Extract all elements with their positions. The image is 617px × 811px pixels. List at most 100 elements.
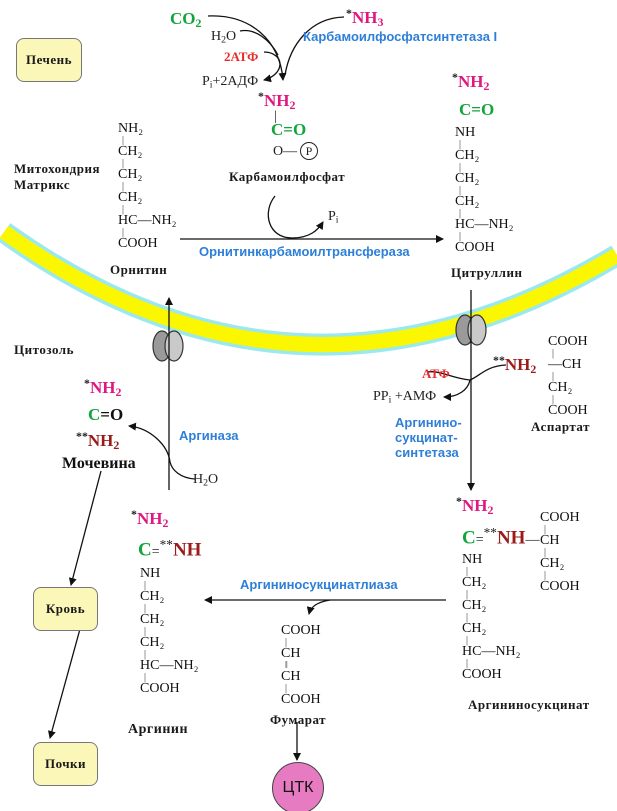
urea-to-blood-arrow [68,470,102,586]
structure-row: CH₂ [462,575,487,590]
citrulline-co: C=O [459,100,495,119]
structure-row: COOH [455,240,495,255]
bond: | [122,227,125,238]
bond: | [466,658,469,669]
fumarate-structure: COOH|CH‖CH|COOH [281,623,321,708]
bond: | [122,158,125,169]
bond: | [122,181,125,192]
structure-row: CH [540,533,560,548]
structure-row: COOH [548,403,588,418]
ornithine-transporter-icon [152,330,184,362]
cps1-enzyme-label: Карбамоилфосфатсинтетаза I [303,29,498,44]
atp-label: АТФ [422,366,450,381]
ass-enzyme-label-3: синтетаза [395,445,459,460]
structure-row: CH₂ [540,556,565,571]
structure-row: COOH [548,334,588,349]
urea-name: Мочевина [62,455,136,472]
phosphate-icon: P [300,142,318,160]
liver-box: Печень [16,38,82,82]
bond: | [466,612,469,623]
citrulline-transporter-icon [455,314,487,346]
h2o-label: H2O [211,29,237,46]
bond: | [144,649,147,660]
arginine-name: Аргинин [128,722,189,737]
aspartate-name: Аспартат [531,419,590,434]
structure-row: CH₂ [548,380,573,395]
h2o-in-arrow [239,29,279,56]
structure-row: CH₂ [455,171,480,186]
ppi-amp-arrow [443,379,471,401]
bond: | [144,626,147,637]
bond: | [285,637,288,648]
bond: | [544,547,547,558]
blood-label: Кровь [45,601,86,616]
aspartate-structure: COOH|—CH|CH₂|COOH [548,334,588,419]
atp2-label: 2АТФ [224,49,259,64]
structure-row: NH [140,566,161,581]
succinyl-structure: COOH|CH|CH₂|COOH [540,510,580,595]
aspartate-nh2: **NH2 [493,353,537,376]
structure-row: HC—NH₂ [118,213,177,228]
bond: | [544,570,547,581]
structure-row: CH₂ [140,635,165,650]
pi-release-label: Pi [328,209,339,226]
bond: | [122,204,125,215]
nh3-arrow [284,16,345,76]
arginase-arrow [128,422,196,480]
structure-row: COOH [281,692,321,707]
argininosuccinate-name: Аргининосукцинат [468,697,590,712]
structure-row: CH₂ [140,612,165,627]
ornithine-structure: NH₂|CH₂|CH₂|CH₂|HC—NH₂|COOH [118,121,177,252]
bond: | [459,185,462,196]
structure-row: COOH [540,510,580,525]
otc-enzyme-label: Орнитинкарбамоилтрансфераза [199,244,410,259]
blood-box: Кровь [33,587,98,631]
arginase-enzyme-label: Аргиназа [179,428,239,443]
urea-c-o: C=O [88,405,124,424]
bond: | [122,135,125,146]
arginine-c-nh: C=**NH [138,537,202,561]
structure-row: COOH [118,236,158,251]
structure-row: CH₂ [140,589,165,604]
citrulline-structure: NH|CH₂|CH₂|CH₂|HC—NH₂|COOH [455,125,514,256]
kidneys-label: Почки [44,756,87,771]
matrix-label: Матрикс [14,177,71,192]
structure-row: COOH [462,667,502,682]
ppi-amp-label: PPi +АМФ [373,389,437,406]
bond: | [144,603,147,614]
bond: | [459,231,462,242]
bond: | [144,672,147,683]
bond: | [552,394,555,405]
cytosol-label: Цитозоль [14,342,74,357]
bond: | [552,348,555,359]
structure-row: NH₂ [118,121,144,136]
urea-nh2-second: **NH2 [76,429,120,452]
structure-row: CH₂ [118,144,143,159]
structure-row: HC—NH₂ [140,658,199,673]
bond: | [459,139,462,150]
structure-row: COOH [540,579,580,594]
co2-label: CO2 [170,9,202,30]
bond: | [285,683,288,694]
blood-to-kidneys-arrow [48,628,81,739]
structure-row: COOH [140,681,180,696]
bond: ‖ [285,660,288,671]
ass-enzyme-label-2: сукцинат- [395,430,458,445]
carbamoyl-o-link: O— [273,144,298,159]
bond: | [459,208,462,219]
structure-row: HC—NH₂ [462,644,521,659]
structure-row: NH [455,125,476,140]
structure-row: CH [281,669,301,684]
citrulline-name: Цитруллин [451,265,523,280]
carbamoyl-nh2: *NH2 [258,89,296,112]
fumarate-release-arrow [306,599,331,615]
structure-row: CH [281,646,301,661]
structure-row: CH₂ [462,598,487,613]
mitochondria-label: Митохондрия [14,161,100,176]
tca-label: ЦТК [282,779,314,796]
mitochondrial-membrane [0,223,617,356]
fumarate-name: Фумарат [270,712,327,727]
structure-row: CH₂ [462,621,487,636]
urea-nh2: *NH2 [84,376,122,399]
